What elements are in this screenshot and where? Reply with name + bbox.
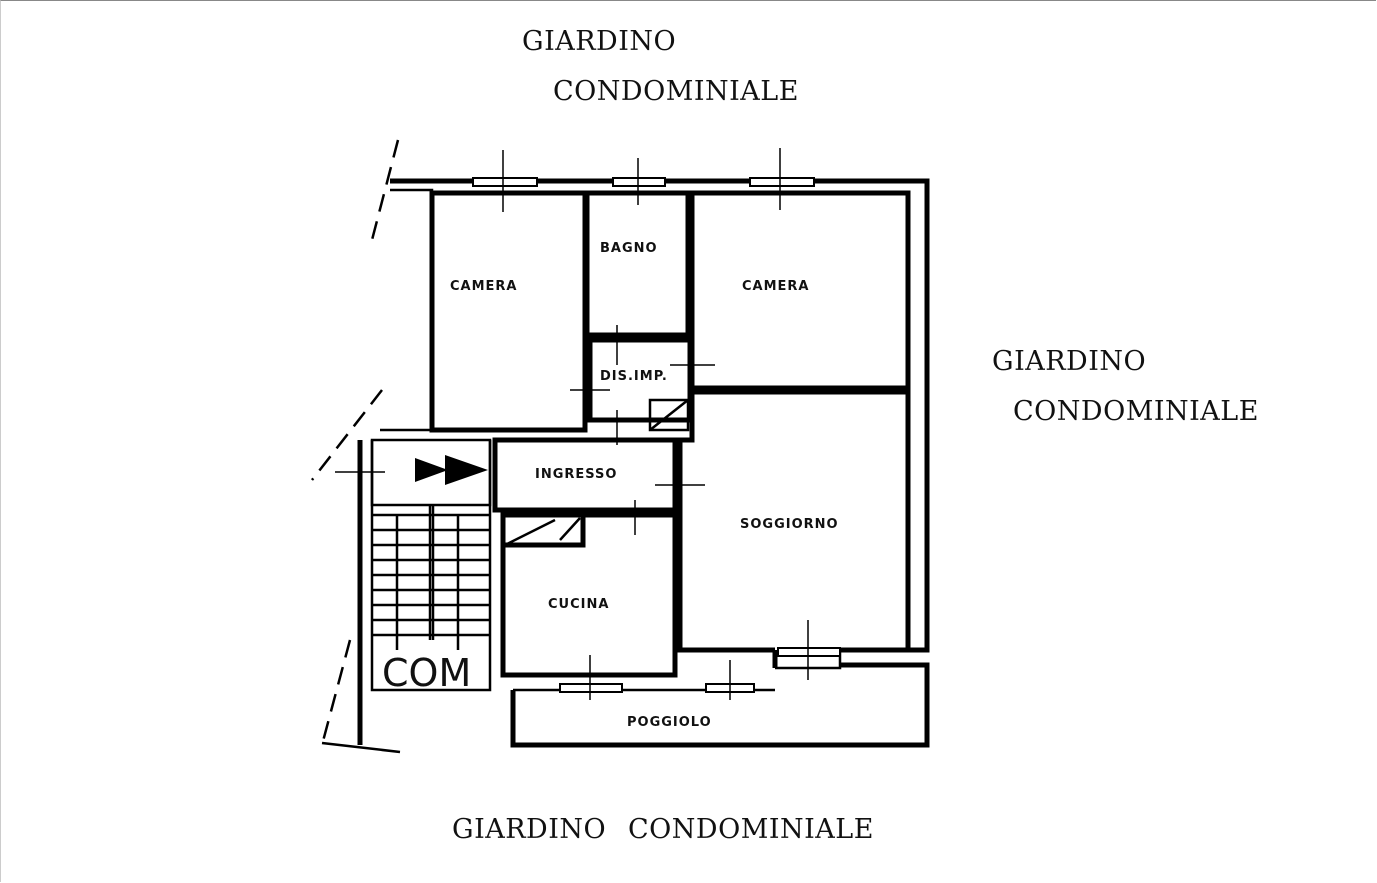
room-label-poggiolo: POGGIOLO: [627, 715, 712, 730]
right-label-giardino: GIARDINO: [992, 346, 1146, 377]
room-camera-right: CAMERA: [689, 190, 911, 391]
top-label-condominiale: CONDOMINIALE: [553, 76, 799, 107]
stairwell: COM: [370, 438, 492, 695]
property-boundary: [311, 139, 401, 754]
balcony-poggiolo: POGGIOLO: [510, 662, 930, 748]
room-label-cucina: CUCINA: [548, 597, 609, 612]
room-ingresso: INGRESSO: [492, 437, 678, 513]
room-bagno: BAGNO: [584, 190, 691, 338]
room-label-bagno: BAGNO: [600, 241, 658, 256]
room-label-camera-right: CAMERA: [742, 279, 810, 294]
room-camera-left: CAMERA: [429, 190, 588, 433]
room-label-ingresso: INGRESSO: [535, 467, 617, 482]
stair-label-com: COM: [382, 651, 471, 695]
room-label-camera-left: CAMERA: [450, 279, 518, 294]
room-cucina: CUCINA: [500, 512, 678, 678]
right-label-condominiale: CONDOMINIALE: [1013, 396, 1259, 427]
bottom-label-giardino: GIARDINO: [452, 814, 606, 845]
opening-markers: [335, 148, 809, 700]
room-label-disimpegno: DIS.IMP.: [600, 369, 668, 384]
room-disimpegno: DIS.IMP.: [587, 337, 693, 432]
room-soggiorno: SOGGIORNO: [677, 389, 911, 670]
bottom-label-condominiale: CONDOMINIALE: [628, 814, 874, 845]
top-label-giardino: GIARDINO: [522, 26, 676, 57]
room-label-soggiorno: SOGGIORNO: [740, 517, 839, 532]
